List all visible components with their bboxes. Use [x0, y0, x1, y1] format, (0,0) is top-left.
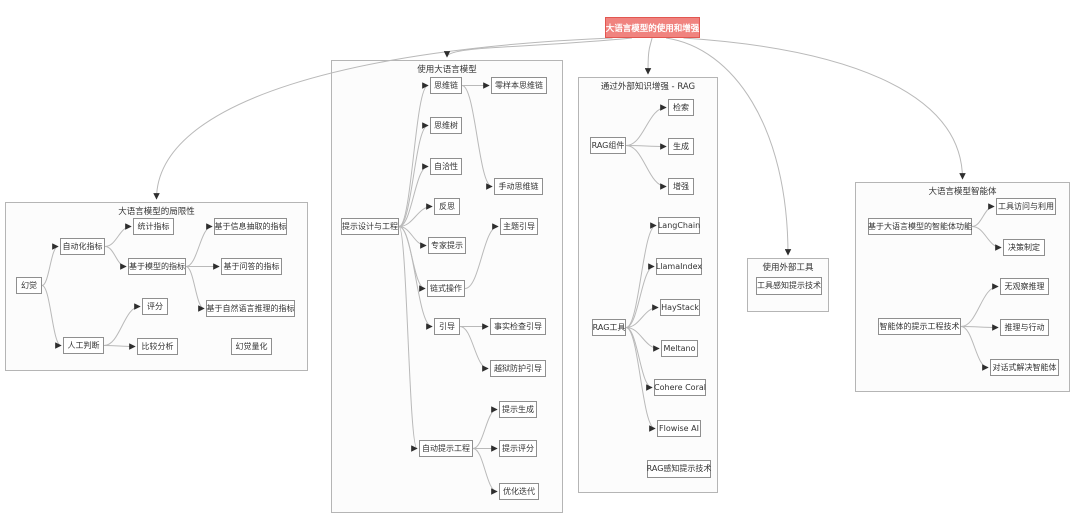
node-retrieval: 检索: [668, 99, 694, 116]
node-hallucination-quant: 幻觉量化: [231, 338, 272, 355]
edge-hallucination-auto-metrics: [41, 243, 59, 286]
node-comparative: 比较分析: [137, 338, 178, 355]
edge-auto-metrics-stat-metrics: [104, 223, 132, 247]
node-zero-shot-cot: 零样本思维链: [491, 77, 547, 94]
node-guide: 引导: [434, 318, 460, 335]
node-tool-aware: 工具感知提示技术: [756, 277, 822, 295]
edge-model-metrics-ie-metrics: [185, 223, 213, 267]
node-rag-tools: RAG工具: [592, 319, 626, 336]
node-expert-prompt: 专家提示: [428, 237, 466, 254]
node-reason-act: 推理与行动: [1000, 319, 1049, 336]
node-opt-iter: 优化迭代: [499, 483, 539, 500]
node-ie-metrics: 基于信息抽取的指标: [214, 218, 287, 235]
edge-hallucination-human-judgment: [41, 285, 62, 349]
node-auto-prompt-eng: 自动提示工程: [419, 440, 473, 457]
edge-agent-prompt-tech-reason-act: [960, 324, 999, 331]
node-tool-access: 工具访问与利用: [996, 198, 1056, 215]
node-hallucination: 幻觉: [16, 277, 42, 294]
edge-rag-components-generation: [625, 143, 667, 150]
node-human-judgment: 人工判断: [63, 337, 104, 354]
node-rag-components: RAG组件: [590, 137, 626, 154]
edge-rag-tools-flowise: [625, 327, 656, 432]
node-prompt-score: 提示评分: [499, 440, 537, 457]
root-node: 大语言模型的使用和增强: [605, 17, 700, 38]
node-langchain: LangChain: [658, 217, 700, 234]
node-rag-aware: RAG感知提示技术: [647, 460, 711, 478]
node-auto-metrics: 自动化指标: [60, 238, 105, 255]
edge-rag-components-retrieval: [625, 104, 667, 146]
edge-prompt-design-self-consistency: [398, 163, 429, 227]
edge-prompt-design-guide: [398, 226, 433, 330]
node-qa-metrics: 基于问答的指标: [221, 258, 282, 275]
node-prompt-gen: 提示生成: [499, 401, 537, 418]
edge-prompt-design-cot: [398, 82, 429, 227]
node-llamaindex: LlamaIndex: [656, 258, 702, 275]
node-nli-metrics: 基于自然语言推理的指标: [206, 300, 295, 317]
node-meltano: Meltano: [661, 340, 698, 357]
node-scoring: 评分: [142, 298, 168, 315]
edge-auto-metrics-model-metrics: [104, 246, 127, 270]
group-title-using-llms: 使用大语言模型: [417, 65, 477, 75]
node-haystack: HayStack: [660, 299, 700, 316]
node-manual-cot: 手动思维链: [494, 178, 543, 195]
group-title-agents: 大语言模型智能体: [928, 187, 997, 197]
node-cot: 思维链: [430, 77, 462, 94]
edge-agent-functions-tool-access: [971, 203, 995, 227]
edge-model-metrics-nli-metrics: [185, 266, 205, 312]
group-title-limitations: 大语言模型的局限性: [118, 207, 195, 217]
node-jailbreak-guide: 越狱防护引导: [490, 360, 546, 377]
edge-guide-jailbreak-guide: [459, 326, 489, 372]
edge-agent-functions-decision-making: [971, 226, 1002, 251]
edge-human-judgment-scoring: [103, 303, 141, 346]
root-edge-using-llms: [443, 37, 632, 58]
node-stat-metrics: 统计指标: [133, 218, 174, 235]
node-model-metrics: 基于模型的指标: [128, 258, 186, 275]
node-augmentation: 增强: [668, 178, 694, 195]
node-fact-check-guide: 事实检查引导: [490, 318, 546, 335]
root-edge-external-tools: [665, 37, 792, 256]
edge-prompt-design-expert-prompt: [398, 226, 427, 249]
root-edge-agents: [683, 37, 966, 180]
edge-cot-manual-cot: [461, 85, 493, 190]
edge-agent-prompt-tech-dialog-agent: [960, 326, 989, 371]
node-self-consistency: 自洽性: [430, 158, 462, 175]
edge-prompt-design-auto-prompt-eng: [398, 226, 418, 452]
edge-prompt-design-tot: [398, 122, 429, 227]
edge-rag-tools-meltano: [625, 327, 660, 352]
node-agent-prompt-tech: 智能体的提示工程技术: [878, 318, 961, 335]
root-edge-rag: [644, 37, 653, 75]
edge-rag-tools-langchain: [625, 222, 657, 328]
node-no-obs-reasoning: 无观察推理: [1000, 278, 1049, 295]
node-flowise: Flowise AI: [657, 420, 701, 437]
node-agent-functions: 基于大语言模型的智能体功能: [868, 218, 972, 235]
edge-auto-prompt-eng-prompt-gen: [472, 406, 498, 449]
node-decision-making: 决策制定: [1003, 239, 1045, 256]
edge-human-judgment-comparative: [103, 343, 136, 350]
edge-rag-tools-cohere-coral: [625, 327, 653, 391]
node-tot: 思维树: [430, 117, 462, 134]
node-chain-ops: 链式操作: [427, 280, 465, 297]
edge-rag-tools-llamaindex: [625, 263, 655, 328]
edge-rag-components-augmentation: [625, 145, 667, 190]
root-edge-limitations: [153, 37, 613, 200]
node-topic-guide: 主题引导: [500, 218, 538, 235]
edge-prompt-design-reflection: [398, 203, 433, 227]
node-dialog-agent: 对话式解决智能体: [990, 359, 1059, 376]
edge-auto-prompt-eng-opt-iter: [472, 448, 498, 495]
edge-agent-prompt-tech-no-obs-reasoning: [960, 283, 999, 327]
node-cohere-coral: Cohere Coral: [654, 379, 706, 396]
edge-chain-ops-topic-guide: [464, 223, 499, 289]
group-title-external-tools: 使用外部工具: [762, 263, 814, 273]
group-title-rag: 通过外部知识增强 - RAG: [600, 82, 696, 92]
edge-rag-tools-haystack: [625, 304, 659, 328]
node-prompt-design: 提示设计与工程: [341, 218, 399, 235]
node-generation: 生成: [668, 138, 694, 155]
node-reflection: 反思: [434, 198, 460, 215]
